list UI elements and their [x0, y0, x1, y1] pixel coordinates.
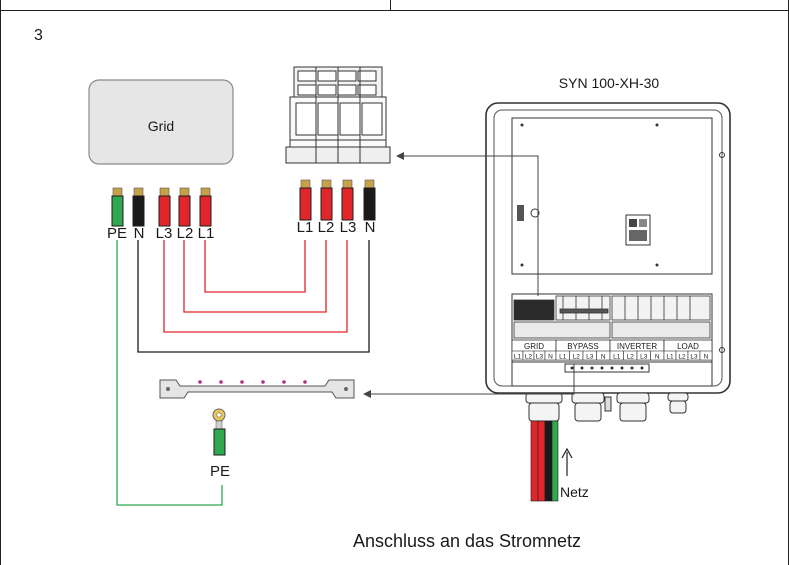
panel-terminal-load-l1: L1	[666, 354, 674, 361]
panel-terminal-load-n: N	[704, 354, 709, 361]
breaker-block	[285, 66, 391, 164]
grid-cable	[530, 420, 559, 502]
panel-terminal-load-l2: L2	[678, 354, 686, 361]
grid-terminal-pe: PE	[107, 225, 127, 242]
panel-terminal-cell	[699, 350, 713, 361]
panel-group-grid: GRID	[524, 342, 544, 351]
ground-label: PE	[210, 463, 230, 480]
grid-terminal-l2: L2	[177, 225, 194, 242]
panel-terminal-grid-l3: L3	[536, 354, 544, 361]
netz-arrow	[561, 447, 573, 476]
panel-terminal-inverter-l2: L2	[627, 354, 635, 361]
ground-busbar	[159, 379, 355, 399]
caption: Anschluss an das Stromnetz	[353, 531, 581, 551]
grid-terminal-l1: L1	[198, 225, 215, 242]
breaker-terminal-l3: L3	[340, 219, 357, 236]
control-module	[625, 214, 651, 246]
panel-terminal-grid-n: N	[548, 354, 553, 361]
panel-terminal-load-l3: L3	[690, 354, 698, 361]
device-model: SYN 100-XH-30	[559, 75, 660, 91]
panel-terminal-inverter-l1: L1	[613, 354, 621, 361]
breaker-terminal-l2: L2	[318, 219, 335, 236]
ground-wire	[212, 408, 226, 456]
breaker-terminal-l1: L1	[297, 219, 314, 236]
breaker-side-wires	[299, 179, 376, 221]
panel-terminal-inverter-n: N	[655, 354, 660, 361]
step-number: 3	[34, 27, 43, 44]
inverter-ground-bar	[564, 363, 650, 373]
breaker-side-terminal-labels: L1 L2 L3 N	[297, 219, 376, 236]
panel-terminal-bypass-n: N	[601, 354, 606, 361]
grid-side-terminal-labels: PE N L3 L2 L1	[107, 225, 214, 242]
panel-terminal-bypass-l1: L1	[559, 354, 567, 361]
panel-group-inverter: INVERTER	[617, 342, 658, 351]
cable-glands	[525, 392, 689, 422]
cable-label: Netz	[560, 484, 589, 500]
grid-side-wires	[111, 187, 212, 227]
grid-box-label: Grid	[148, 118, 174, 134]
grid-terminal-n: N	[134, 225, 145, 242]
panel-terminal-bypass-l3: L3	[586, 354, 594, 361]
grid-terminal-l3: L3	[156, 225, 173, 242]
inverter-breaker-row	[513, 295, 711, 339]
connection-lines	[116, 240, 370, 506]
panel-terminal-inverter-l3: L3	[640, 354, 648, 361]
panel-group-load: LOAD	[677, 342, 699, 351]
panel-terminal-bypass-l2: L2	[573, 354, 581, 361]
panel-terminal-grid-l1: L1	[514, 354, 522, 361]
breaker-terminal-n: N	[365, 219, 376, 236]
pointer-arrows	[363, 152, 575, 398]
inverter-enclosure	[485, 102, 731, 394]
panel-terminal-grid-l2: L2	[525, 354, 533, 361]
grid-box	[88, 79, 234, 165]
panel-group-bypass: BYPASS	[567, 342, 598, 351]
